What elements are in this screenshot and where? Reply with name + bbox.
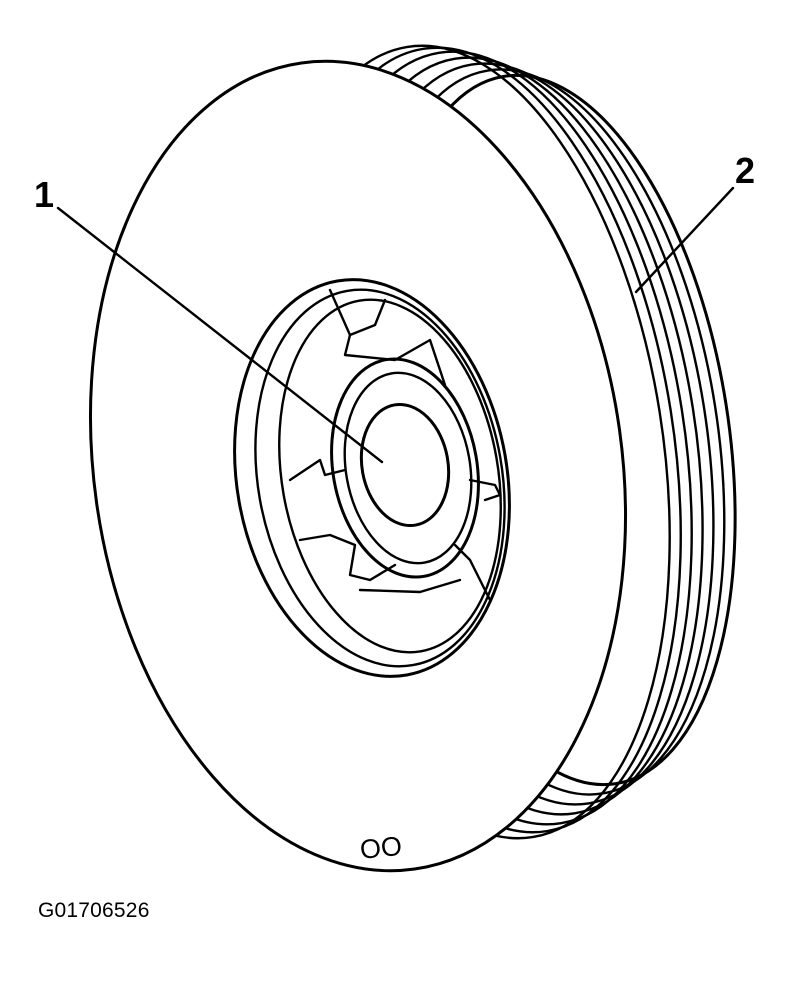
callout-number-2: 2 <box>735 150 755 191</box>
leader-line-1 <box>56 206 384 464</box>
figure-id: G01706526 <box>38 899 150 922</box>
leader-lines <box>56 186 735 464</box>
callout-number-1: 1 <box>34 174 54 215</box>
leader-line-2 <box>634 186 735 294</box>
hub-spokes <box>288 288 502 602</box>
hub-bore <box>330 357 480 579</box>
pulley-front-face <box>89 59 627 873</box>
face-marking: OO <box>359 831 404 865</box>
hub-recess <box>233 278 511 678</box>
